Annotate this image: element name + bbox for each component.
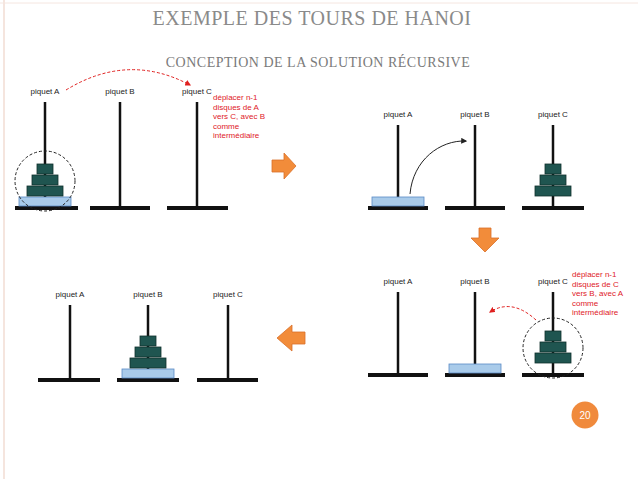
step-arrow bbox=[272, 153, 296, 179]
page-number-badge: 20 bbox=[571, 401, 599, 429]
peg-base bbox=[90, 206, 150, 210]
large-disk bbox=[372, 197, 424, 206]
peg-label: piquet B bbox=[105, 87, 134, 97]
peg bbox=[397, 125, 400, 206]
peg-base bbox=[167, 206, 228, 210]
peg-base bbox=[368, 373, 428, 377]
peg-label: piquet B bbox=[460, 277, 489, 287]
disk bbox=[135, 347, 161, 357]
peg-base bbox=[38, 378, 100, 382]
dashed-circle bbox=[15, 151, 75, 211]
move-arrow bbox=[66, 70, 190, 90]
move-arrow bbox=[490, 307, 536, 320]
peg bbox=[397, 292, 400, 373]
peg-base bbox=[368, 206, 428, 210]
slide-border bbox=[3, 0, 5, 479]
disk bbox=[32, 175, 58, 185]
callout-note: déplacer n-1 disques de C vers B, avec A… bbox=[572, 270, 630, 318]
peg-base bbox=[445, 373, 505, 377]
disk bbox=[140, 336, 156, 346]
disk bbox=[535, 186, 571, 196]
peg-label: piquet A bbox=[31, 87, 60, 97]
peg-base bbox=[197, 378, 258, 382]
large-disk bbox=[122, 369, 174, 378]
peg-label: piquet C bbox=[213, 290, 243, 300]
step-arrow bbox=[471, 228, 499, 252]
disk bbox=[545, 164, 561, 174]
large-disk bbox=[449, 364, 501, 373]
peg bbox=[227, 305, 230, 378]
page-number: 20 bbox=[579, 410, 590, 421]
slide-title: EXEMPLE DES TOURS DE HANOI bbox=[153, 7, 472, 30]
slide-border bbox=[0, 3, 638, 4]
peg bbox=[474, 125, 477, 206]
peg-base bbox=[522, 206, 584, 210]
peg bbox=[119, 102, 122, 206]
slide-subtitle: CONCEPTION DE LA SOLUTION RÉCURSIVE bbox=[166, 55, 471, 72]
peg-label: piquet A bbox=[384, 277, 413, 287]
callout-note: déplacer n-1 disques de A vers C, avec B… bbox=[213, 93, 269, 141]
disk bbox=[37, 164, 53, 174]
peg-label: piquet B bbox=[460, 110, 489, 120]
peg-base bbox=[522, 373, 584, 377]
disk bbox=[130, 358, 166, 368]
disk bbox=[535, 353, 571, 363]
peg bbox=[196, 102, 199, 206]
disk bbox=[27, 186, 63, 196]
peg-base bbox=[15, 206, 78, 210]
badge-circle bbox=[572, 402, 599, 429]
peg-base bbox=[445, 206, 505, 210]
peg-label: piquet C bbox=[538, 277, 568, 287]
peg-base bbox=[117, 378, 179, 382]
peg-label: piquet C bbox=[538, 110, 568, 120]
peg-label: piquet C bbox=[182, 87, 212, 97]
peg bbox=[69, 305, 72, 378]
dashed-circle bbox=[523, 318, 583, 378]
move-arrow bbox=[410, 141, 466, 194]
disk bbox=[540, 342, 566, 352]
peg-label: piquet A bbox=[56, 290, 85, 300]
peg-label: piquet B bbox=[133, 290, 162, 300]
disk bbox=[540, 175, 566, 185]
disk bbox=[545, 331, 561, 341]
step-arrow bbox=[277, 325, 305, 351]
peg-label: piquet A bbox=[384, 110, 413, 120]
peg bbox=[474, 292, 477, 373]
